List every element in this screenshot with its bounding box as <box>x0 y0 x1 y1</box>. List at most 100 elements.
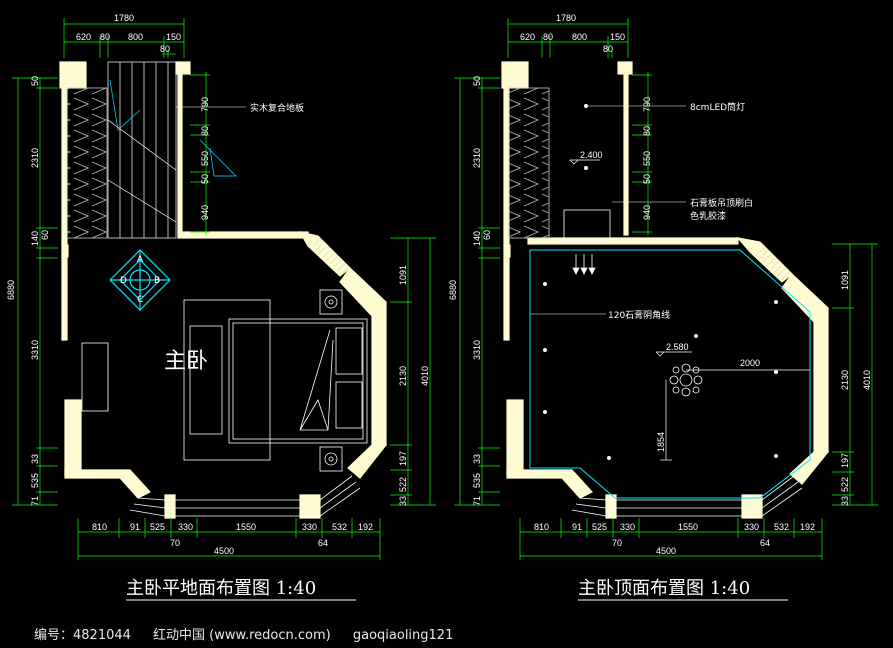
right-dims-left <box>454 77 500 506</box>
left-top-p1: 620 <box>76 32 91 42</box>
left-top-sub: 80 <box>160 44 170 54</box>
left-left-p3: 140 <box>30 231 40 246</box>
right-ceiling-plan: 2000 1854 2.400 2.580 8cmLED筒灯 石膏板吊顶刷白 色… <box>448 13 878 601</box>
right-bt-sub1: 70 <box>612 538 622 548</box>
note-gypsum-1: 石膏板吊顶刷白 <box>690 197 753 209</box>
left-bt-1: 810 <box>92 522 107 532</box>
left-bench <box>189 325 223 435</box>
left-rl-5: 522 <box>398 477 408 492</box>
left-top-p3: 800 <box>128 32 143 42</box>
left-bt-total: 4500 <box>214 546 234 556</box>
left-bt-8: 192 <box>358 522 373 532</box>
compass-d: D <box>120 276 127 286</box>
left-rl-4: 197 <box>398 451 408 466</box>
left-rl-2: 4010 <box>420 366 430 386</box>
left-closet <box>66 87 108 239</box>
right-bt-5: 1550 <box>678 522 698 532</box>
right-dims-right-lower <box>832 243 878 506</box>
right-bt-1: 810 <box>534 522 549 532</box>
right-bt-6: 330 <box>744 522 759 532</box>
right-bt-4: 330 <box>620 522 635 532</box>
level-1: 2.400 <box>580 150 603 160</box>
left-top-p4: 150 <box>166 32 181 42</box>
left-left-total: 6880 <box>6 280 16 300</box>
right-bt-sub2: 64 <box>760 538 770 548</box>
right-top-p3: 800 <box>572 32 587 42</box>
right-window <box>571 475 803 517</box>
right-rl-3: 2130 <box>840 370 850 390</box>
right-left-total: 6880 <box>448 280 458 300</box>
left-dims-bottom <box>77 518 381 560</box>
footer: 编号：4821044 红动中国 (www.redocn.com) gaoqiao… <box>34 624 471 643</box>
left-top-total: 1780 <box>114 13 134 23</box>
left-ru-3: 550 <box>200 151 210 166</box>
left-top-p2: 80 <box>100 32 110 42</box>
right-left-p7: 535 <box>472 473 482 488</box>
left-dims-top <box>63 18 185 58</box>
left-dims-left <box>12 77 58 506</box>
right-left-p1: 50 <box>472 76 482 86</box>
left-bt-2: 91 <box>130 522 140 532</box>
right-plan-title: 主卧顶面布置图 1:40 <box>578 578 750 599</box>
right-rl-2: 4010 <box>862 370 872 390</box>
compass-b: B <box>154 276 160 286</box>
left-compass-icon: A D B C <box>109 249 171 311</box>
ceiling-cornice <box>529 249 811 499</box>
right-bt-2: 91 <box>572 522 582 532</box>
note-floor: 实木复合地板 <box>250 102 304 114</box>
right-top-p2: 80 <box>543 32 553 42</box>
right-closet <box>508 87 550 239</box>
note-led: 8cmLED筒灯 <box>690 101 745 113</box>
left-rl-3: 2130 <box>398 366 408 386</box>
left-left-p8: 71 <box>30 496 40 506</box>
right-ru-5: 940 <box>642 205 652 220</box>
right-ru-4: 50 <box>642 174 652 184</box>
left-left-p2: 2310 <box>30 148 40 168</box>
right-rl-4: 197 <box>840 453 850 468</box>
right-ru-3: 550 <box>642 151 652 166</box>
right-left-p2: 2310 <box>472 148 482 168</box>
right-ru-2: 80 <box>642 126 652 136</box>
right-rl-6: 33 <box>840 496 850 506</box>
left-plan-title: 主卧平地面布置图 1:40 <box>126 578 316 599</box>
right-left-p3: 140 <box>472 231 482 246</box>
left-rl-1: 1091 <box>398 265 408 285</box>
air-conditioner <box>563 209 611 241</box>
right-left-p8: 71 <box>472 496 482 506</box>
ac-airflow-icon <box>572 254 596 275</box>
left-left-p7: 535 <box>30 473 40 488</box>
left-bt-7: 532 <box>332 522 347 532</box>
dim-1854: 1854 <box>656 432 666 452</box>
left-ru-5: 940 <box>200 205 210 220</box>
left-bt-6: 330 <box>302 522 317 532</box>
left-ru-1: 790 <box>200 97 210 112</box>
left-ru-2: 80 <box>200 126 210 136</box>
right-dims-right-upper <box>632 72 652 235</box>
left-floor-plan: A D B C 主卧 实木复合地板 1780 620 80 800 150 80 <box>6 13 436 601</box>
left-left-p6: 33 <box>30 454 40 464</box>
left-rl-6: 33 <box>398 496 408 506</box>
downlight-icons <box>543 104 778 460</box>
right-top-total: 1780 <box>556 13 576 23</box>
left-bt-4: 330 <box>178 522 193 532</box>
left-left-p5: 3310 <box>30 340 40 360</box>
right-dims-bottom <box>519 518 823 560</box>
left-bt-sub2: 64 <box>318 538 328 548</box>
right-bt-3: 525 <box>592 522 607 532</box>
dim-2000: 2000 <box>740 358 760 368</box>
left-nightstands <box>319 289 343 472</box>
left-bt-5: 1550 <box>236 522 256 532</box>
left-left-p4: 60 <box>40 230 50 240</box>
right-rl-5: 522 <box>840 477 850 492</box>
left-dims-right-upper <box>190 72 210 235</box>
right-bt-8: 192 <box>800 522 815 532</box>
level-2: 2.580 <box>666 342 689 352</box>
right-rl-1: 1091 <box>840 270 850 290</box>
left-dims-right-lower <box>390 237 436 506</box>
right-top-p1: 620 <box>520 32 535 42</box>
left-wall-hatch <box>312 240 350 276</box>
right-left-p5: 3310 <box>472 340 482 360</box>
left-bed <box>228 318 368 444</box>
compass-a: A <box>137 255 144 265</box>
